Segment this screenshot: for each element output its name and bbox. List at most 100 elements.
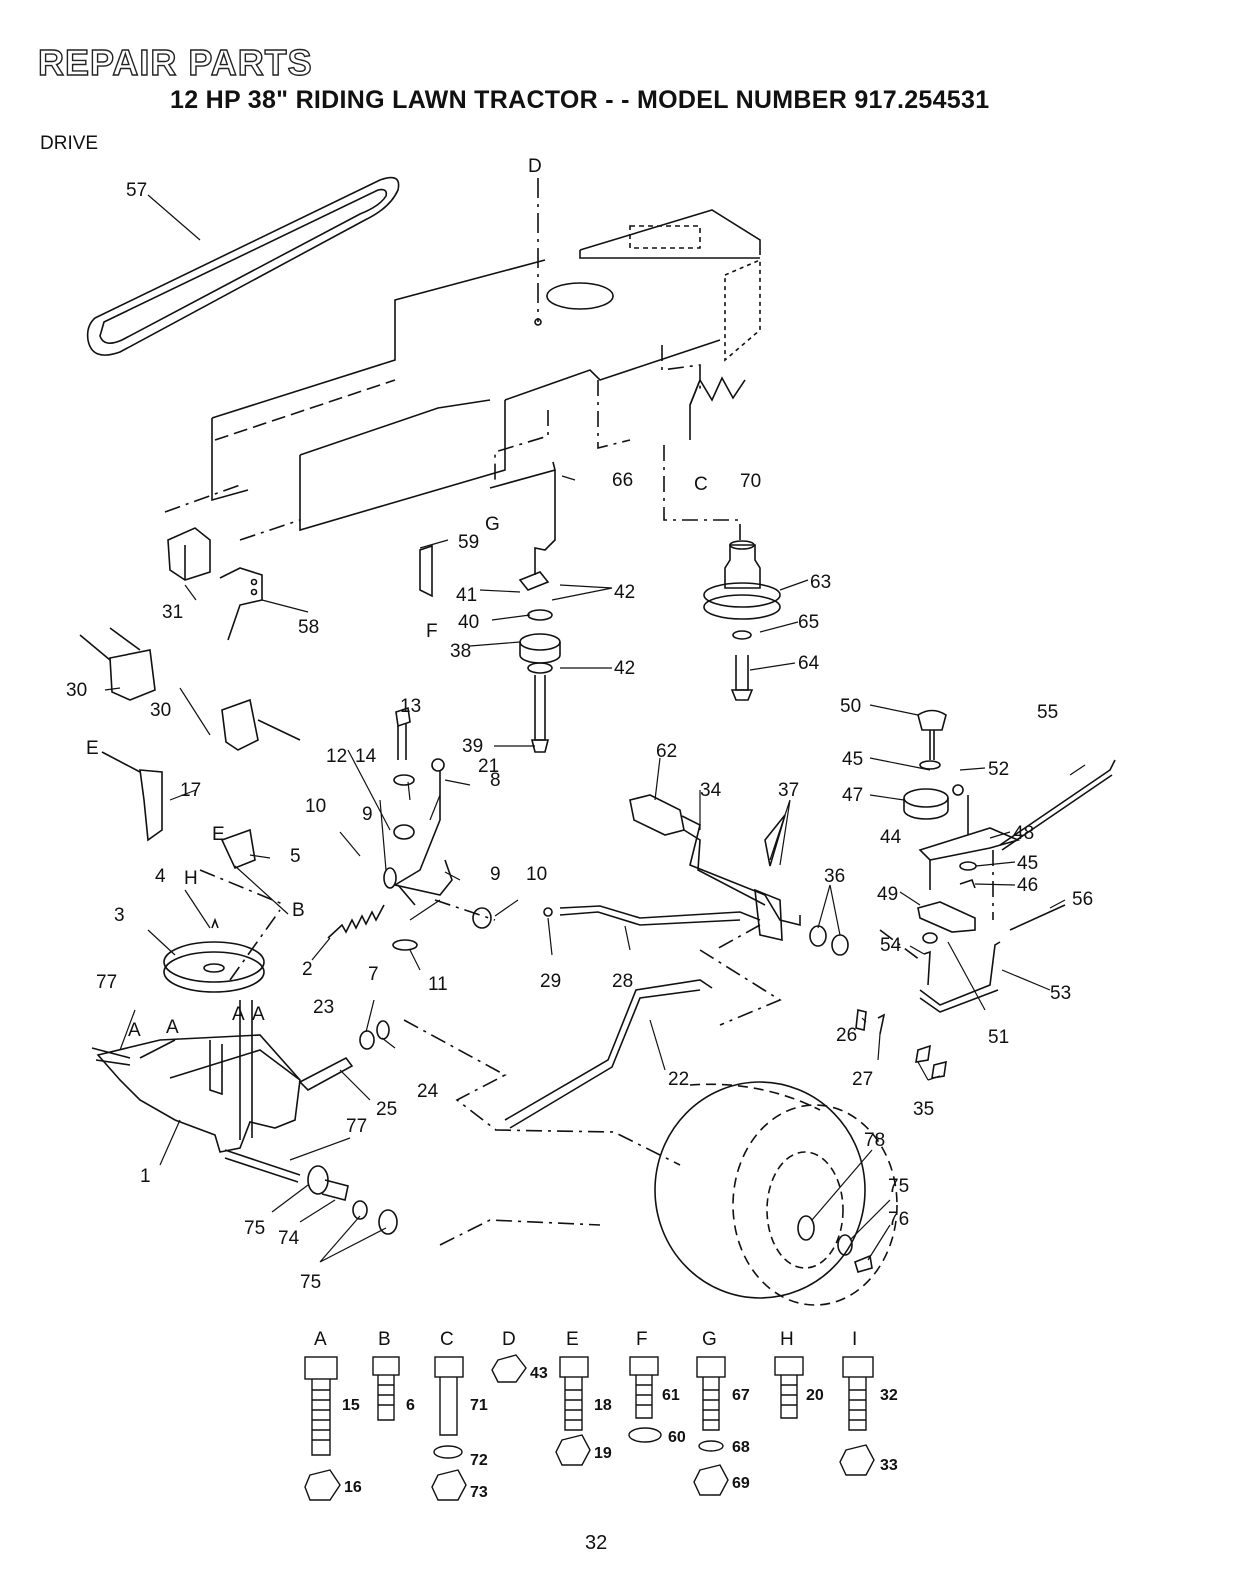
rod-28 xyxy=(543,905,761,926)
ref-letter-c: C xyxy=(694,474,708,495)
section-label: DRIVE xyxy=(40,133,99,154)
page-title: REPAIR PARTS xyxy=(37,41,313,83)
fastener-part-16: 16 xyxy=(344,1479,362,1496)
fastener-part-72: 72 xyxy=(470,1452,488,1469)
ref-letter-b: B xyxy=(292,900,305,921)
bolt-13-stack xyxy=(383,706,445,889)
callout-77-left: 77 xyxy=(96,972,117,993)
fastener-group-e: E xyxy=(566,1329,579,1350)
callout-63: 63 xyxy=(810,572,831,593)
transaxle-1 xyxy=(91,1000,301,1183)
ref-letter-g: G xyxy=(485,514,500,535)
fastener-part-6: 6 xyxy=(406,1397,415,1414)
idler-pulley-38 xyxy=(518,571,561,753)
callout-30-center: 30 xyxy=(150,700,171,721)
leader-lines xyxy=(104,194,1086,1263)
cable-56 xyxy=(1009,904,1066,931)
page-subtitle: 12 HP 38" RIDING LAWN TRACTOR - - MODEL … xyxy=(170,86,990,114)
shift-rod-22 xyxy=(504,979,713,1129)
callouts: 1 2 3 4 5 7 8 9 9 10 10 11 12 13 14 17 2… xyxy=(66,180,1093,1293)
callout-10-left: 10 xyxy=(305,796,326,817)
ref-letter-d: D xyxy=(528,156,542,177)
fastener-part-18: 18 xyxy=(594,1397,612,1414)
fastener-group-f: F xyxy=(636,1329,648,1350)
fastener-group-c: C xyxy=(440,1329,454,1350)
cable-55 xyxy=(999,759,1116,851)
bracket-49 xyxy=(917,901,976,933)
bracket-58 xyxy=(219,567,263,641)
fastener-e-art xyxy=(555,1356,591,1466)
fastener-f-art xyxy=(628,1356,662,1443)
callout-75-right: 75 xyxy=(888,1176,909,1197)
callout-9-upper: 9 xyxy=(362,804,373,825)
fastener-part-69: 69 xyxy=(732,1475,750,1492)
callout-50: 50 xyxy=(840,696,861,717)
callout-27: 27 xyxy=(852,1069,873,1090)
callout-3: 3 xyxy=(114,905,125,926)
bushings-36 xyxy=(809,925,849,956)
screw-54 xyxy=(923,950,931,986)
callout-45-upper: 45 xyxy=(842,749,863,770)
page-number: 32 xyxy=(585,1532,608,1554)
callout-5: 5 xyxy=(290,846,301,867)
callout-42-upper: 42 xyxy=(614,582,635,603)
ref-letter-f: F xyxy=(426,621,438,642)
callout-51: 51 xyxy=(988,1027,1009,1048)
callout-28: 28 xyxy=(612,971,633,992)
callout-64: 64 xyxy=(798,653,820,674)
callout-76: 76 xyxy=(888,1209,909,1230)
rear-wheel xyxy=(654,1081,898,1306)
callout-31: 31 xyxy=(162,602,183,623)
ref-letter-a-3: A xyxy=(232,1004,245,1025)
pulley-63 xyxy=(703,540,781,701)
fastener-part-15: 15 xyxy=(342,1397,360,1414)
bracket-5 xyxy=(220,828,256,870)
callout-47: 47 xyxy=(842,785,863,806)
fastener-group-g: G xyxy=(702,1329,717,1350)
fastener-a-art xyxy=(304,1356,341,1501)
callout-21: 21 xyxy=(478,756,499,777)
callout-39: 39 xyxy=(462,736,483,757)
fastener-part-43: 43 xyxy=(530,1365,548,1382)
callout-23: 23 xyxy=(313,997,334,1018)
callout-24: 24 xyxy=(417,1081,439,1102)
callout-74: 74 xyxy=(278,1228,300,1249)
callout-9-lower: 9 xyxy=(490,864,501,885)
bracket-48 xyxy=(918,795,1021,890)
callout-7: 7 xyxy=(368,964,379,985)
callout-22: 22 xyxy=(668,1069,689,1090)
callout-44: 44 xyxy=(880,827,902,848)
fastener-h-art xyxy=(774,1356,804,1419)
rod-53 xyxy=(919,941,1001,1013)
callout-2: 2 xyxy=(302,959,313,980)
adjust-bolt-25 xyxy=(298,1020,390,1091)
bracket-31 xyxy=(167,527,211,581)
ref-letter-e-1: E xyxy=(86,738,99,759)
lever-8 xyxy=(392,770,492,951)
callout-53: 53 xyxy=(1050,983,1071,1004)
fastener-b-art xyxy=(372,1356,400,1421)
fastener-part-20: 20 xyxy=(806,1387,824,1404)
reference-lines xyxy=(164,345,994,1246)
callout-45-lower: 45 xyxy=(1017,853,1038,874)
reference-letters: D C G F A A A A B E E H xyxy=(86,156,708,1041)
callout-13: 13 xyxy=(400,696,421,717)
shift-lever-34 xyxy=(629,794,801,942)
tractor-frame xyxy=(211,209,761,532)
fastener-group-d: D xyxy=(502,1329,516,1350)
fastener-part-19: 19 xyxy=(594,1445,612,1462)
callout-55: 55 xyxy=(1037,702,1058,723)
transmission-pulley-3 xyxy=(163,917,265,993)
bent-rod-66 xyxy=(489,461,556,575)
axle-washers xyxy=(307,1165,398,1235)
spring-2 xyxy=(327,904,385,939)
callout-42-lower: 42 xyxy=(614,658,635,679)
callout-75-bottom: 75 xyxy=(300,1272,321,1293)
washer-51 xyxy=(922,932,938,944)
ref-letter-a-2: A xyxy=(166,1017,179,1038)
fastener-part-68: 68 xyxy=(732,1439,750,1456)
fastener-group-a: A xyxy=(314,1329,327,1350)
callout-40: 40 xyxy=(458,612,479,633)
fastener-group-i: I xyxy=(852,1329,857,1350)
fastener-hardware xyxy=(304,1354,875,1501)
